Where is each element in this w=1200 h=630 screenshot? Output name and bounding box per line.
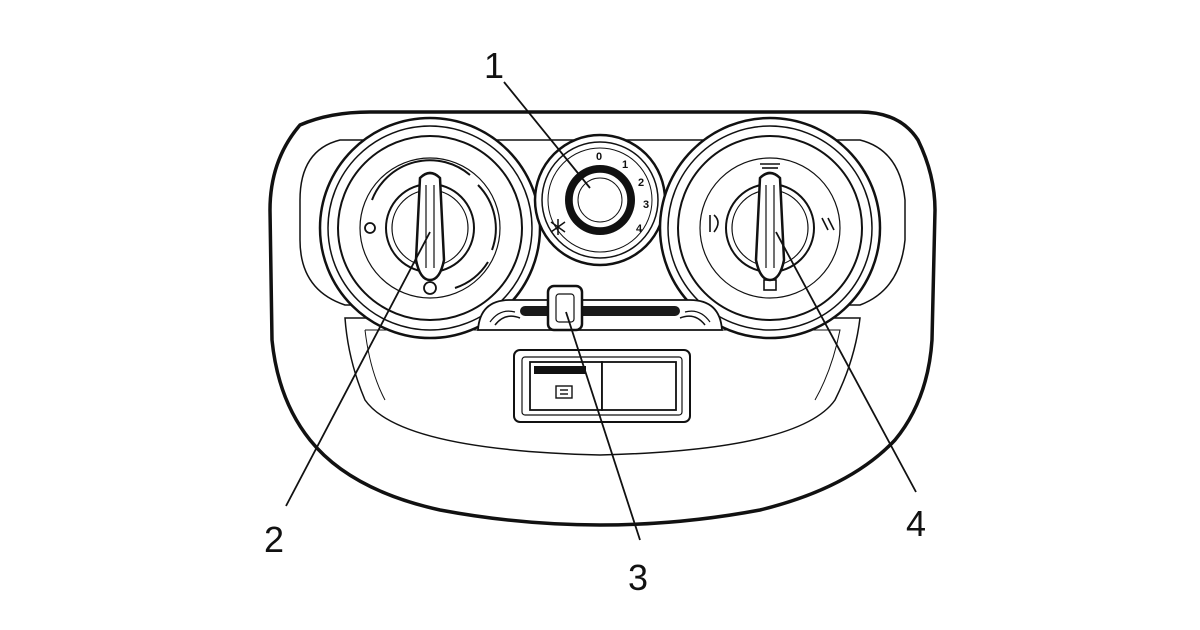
callout-1: 1 — [484, 45, 504, 86]
air-distribution-knob-assembly — [658, 116, 882, 340]
recirculation-slider-assembly — [477, 284, 723, 332]
cold-symbol-icon — [364, 222, 376, 234]
defrost-icon — [760, 163, 780, 169]
rear-defrost-button-assembly — [513, 349, 691, 423]
temperature-knob-handle[interactable] — [414, 171, 446, 282]
foot-vent-icon — [821, 217, 835, 231]
callout-2: 2 — [264, 519, 284, 560]
rear-window-defrost-icon — [555, 385, 573, 399]
fan-speed-dial-assembly: 0 1 2 3 4 — [533, 133, 667, 267]
fan-tick-3: 3 — [643, 199, 649, 211]
lower-recess-inner-line — [365, 329, 841, 401]
lower-recess-inner-line-left — [364, 329, 386, 401]
min-position-icon — [423, 281, 437, 295]
callout-4: 4 — [906, 503, 926, 544]
leader-4 — [775, 231, 917, 493]
face-vent-icon — [709, 214, 719, 233]
panel-fascia — [299, 139, 906, 306]
slider-slot — [520, 306, 680, 316]
fan-tick-2: 2 — [638, 177, 644, 189]
leader-3 — [565, 311, 641, 541]
air-distribution-knob-handle[interactable] — [754, 171, 786, 282]
fan-tick-0: 0 — [596, 151, 602, 163]
callout-leaders — [285, 81, 917, 541]
air-conditioning-icon — [550, 219, 566, 235]
button-indicator-light — [534, 366, 586, 374]
leader-1 — [503, 81, 591, 189]
fan-tick-1: 1 — [622, 159, 628, 171]
callout-3: 3 — [628, 557, 648, 598]
fan-tick-4: 4 — [636, 223, 643, 235]
recirculation-slider-handle[interactable] — [546, 284, 584, 332]
temperature-knob-assembly — [318, 116, 542, 340]
leader-2 — [285, 231, 431, 507]
lower-recess — [344, 317, 861, 456]
